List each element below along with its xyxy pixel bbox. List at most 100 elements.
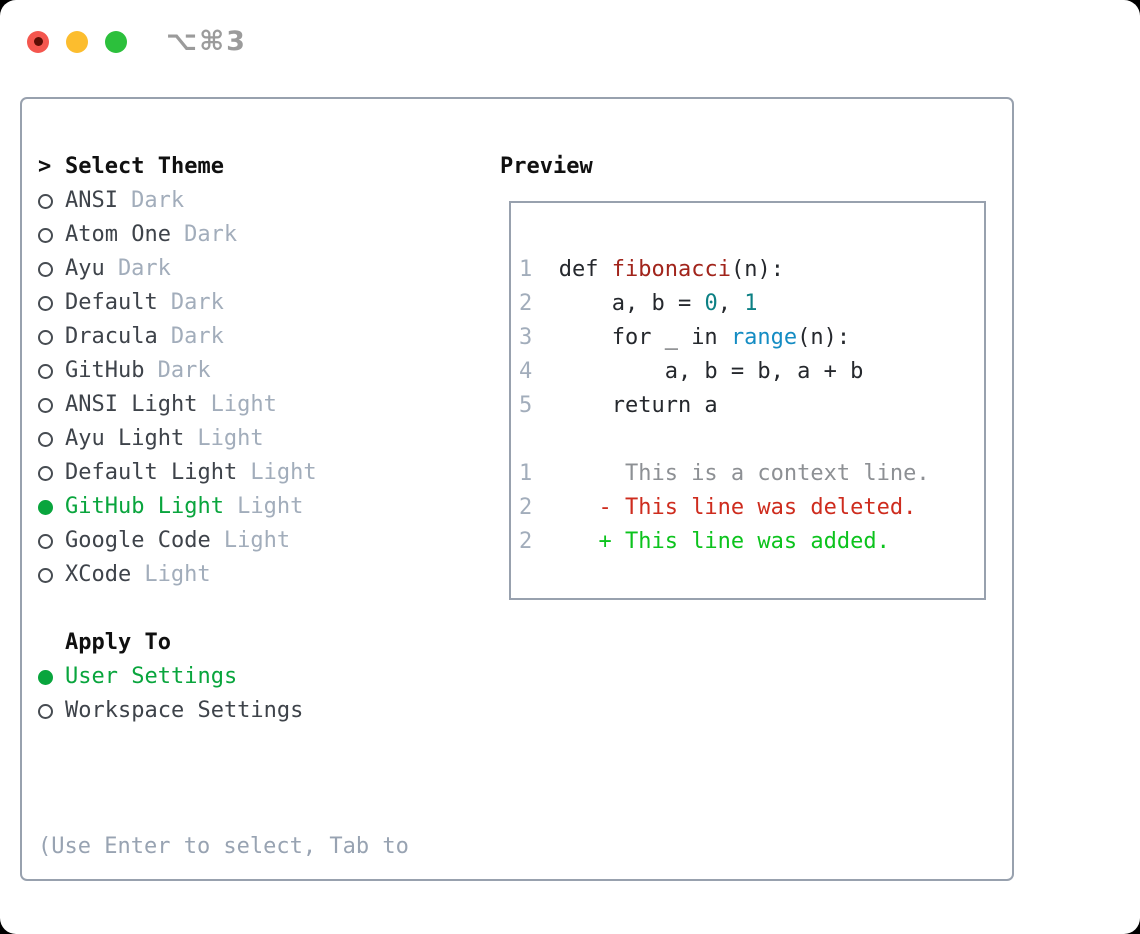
- radio-icon: [38, 227, 53, 243]
- code-token-num: 0: [704, 291, 718, 316]
- code-token-ln: 1: [519, 461, 533, 486]
- apply-to-title: Apply To: [65, 630, 171, 655]
- code-token-ln: 4: [519, 359, 533, 384]
- preview-title: Preview: [500, 154, 593, 179]
- radio-icon: [38, 533, 53, 549]
- theme-option-label: Google Code: [65, 528, 211, 553]
- theme-option-label: Dracula: [65, 324, 158, 349]
- apply-to-header: Apply To: [38, 626, 409, 660]
- radio-marker: [38, 703, 65, 719]
- radio-selected-icon: [38, 499, 53, 515]
- theme-variant-label: Dark: [170, 324, 224, 349]
- theme-option-label: GitHub: [65, 358, 145, 383]
- radio-marker: [38, 669, 65, 685]
- theme-option-google-code[interactable]: Google Code Light: [38, 524, 409, 558]
- theme-option-ansi-light[interactable]: ANSI Light Light: [38, 388, 409, 422]
- radio-icon: [38, 329, 53, 345]
- radio-marker: [38, 465, 65, 481]
- theme-option-label: Default Light: [65, 460, 238, 485]
- theme-option-dracula[interactable]: Dracula Dark: [38, 320, 409, 354]
- radio-marker: [38, 261, 65, 277]
- theme-option-label: Atom One: [65, 222, 171, 247]
- theme-option-label: GitHub Light: [65, 494, 224, 519]
- radio-icon: [38, 363, 53, 379]
- code-token-p: for _ in: [532, 325, 731, 350]
- theme-option-xcode[interactable]: XCode Light: [38, 558, 409, 592]
- preview-line: 2 + This line was added.: [519, 525, 978, 559]
- radio-icon: [38, 703, 53, 719]
- theme-option-ayu[interactable]: Ayu Dark: [38, 252, 409, 286]
- code-token-del: - This line was deleted.: [532, 495, 917, 520]
- theme-variant-label: Light: [237, 494, 304, 519]
- theme-option-label: ANSI Light: [65, 392, 198, 417]
- preview-blank-line: [519, 423, 978, 457]
- code-token-num: 1: [744, 291, 758, 316]
- hint-line-1: (Use Enter to select, Tab to: [38, 834, 409, 859]
- theme-variant-label: Light: [250, 460, 317, 485]
- radio-icon: [38, 567, 53, 583]
- close-button[interactable]: [27, 30, 49, 53]
- theme-option-label: Ayu Light: [65, 426, 185, 451]
- radio-icon: [38, 261, 53, 277]
- code-token-bi: range: [730, 325, 798, 350]
- theme-option-label: Ayu: [65, 256, 105, 281]
- theme-variant-label: Dark: [157, 358, 211, 383]
- code-token-ln: 2: [519, 291, 533, 316]
- code-token-ln: 2: [519, 529, 533, 554]
- theme-variant-label: Dark: [184, 222, 238, 247]
- preview-line: 2 - This line was deleted.: [519, 491, 978, 525]
- theme-variant-label: Dark: [170, 290, 224, 315]
- theme-option-github[interactable]: GitHub Dark: [38, 354, 409, 388]
- radio-selected-icon: [38, 669, 53, 685]
- theme-option-atom-one[interactable]: Atom One Dark: [38, 218, 409, 252]
- theme-option-label: Default: [65, 290, 158, 315]
- theme-variant-label: Dark: [117, 256, 171, 281]
- theme-variant-label: Dark: [131, 188, 185, 213]
- apply-option-user-settings[interactable]: User Settings: [38, 660, 409, 694]
- radio-marker: [38, 397, 65, 413]
- theme-variant-label: Light: [144, 562, 211, 587]
- radio-marker: [38, 193, 65, 209]
- radio-marker: [38, 567, 65, 583]
- theme-option-label: XCode: [65, 562, 132, 587]
- radio-icon: [38, 295, 53, 311]
- radio-icon: [38, 465, 53, 481]
- preview-column: Preview 1 def fibonacci(n):2 a, b = 0, 1…: [500, 150, 986, 600]
- theme-option-github-light[interactable]: GitHub Light Light: [38, 490, 409, 524]
- code-token-ln: 5: [519, 393, 533, 418]
- minimize-button[interactable]: [66, 30, 88, 53]
- code-token-fn: fibonacci: [611, 257, 731, 282]
- theme-variant-label: Light: [223, 528, 291, 553]
- code-token-p: (n):: [730, 257, 784, 282]
- theme-option-default[interactable]: Default Dark: [38, 286, 409, 320]
- code-token-add: + This line was added.: [532, 529, 890, 554]
- preview-line: 2 a, b = 0, 1: [519, 287, 978, 321]
- window-title: ⌥⌘3: [166, 26, 247, 57]
- radio-marker: [38, 533, 65, 549]
- radio-marker: [38, 499, 65, 515]
- theme-variant-label: Light: [197, 426, 264, 451]
- radio-marker: [38, 431, 65, 447]
- preview-line: 4 a, b = b, a + b: [519, 355, 978, 389]
- code-token-ln: 1: [519, 257, 533, 282]
- record-dot-icon: [33, 37, 43, 46]
- preview-line: 1 This is a context line.: [519, 457, 978, 491]
- zoom-button[interactable]: [105, 30, 127, 53]
- radio-icon: [38, 193, 53, 209]
- theme-variant-label: Light: [210, 392, 277, 417]
- code-token-p: a, b = b, a + b: [532, 359, 864, 384]
- theme-option-default-light[interactable]: Default Light Light: [38, 456, 409, 490]
- theme-option-ayu-light[interactable]: Ayu Light Light: [38, 422, 409, 456]
- radio-icon: [38, 397, 53, 413]
- radio-marker: [38, 227, 65, 243]
- code-token-ctx: This is a context line.: [532, 461, 930, 486]
- prompt-caret-icon: >: [38, 154, 52, 179]
- code-token-p: a, b =: [532, 291, 705, 316]
- apply-option-workspace-settings[interactable]: Workspace Settings: [38, 694, 409, 728]
